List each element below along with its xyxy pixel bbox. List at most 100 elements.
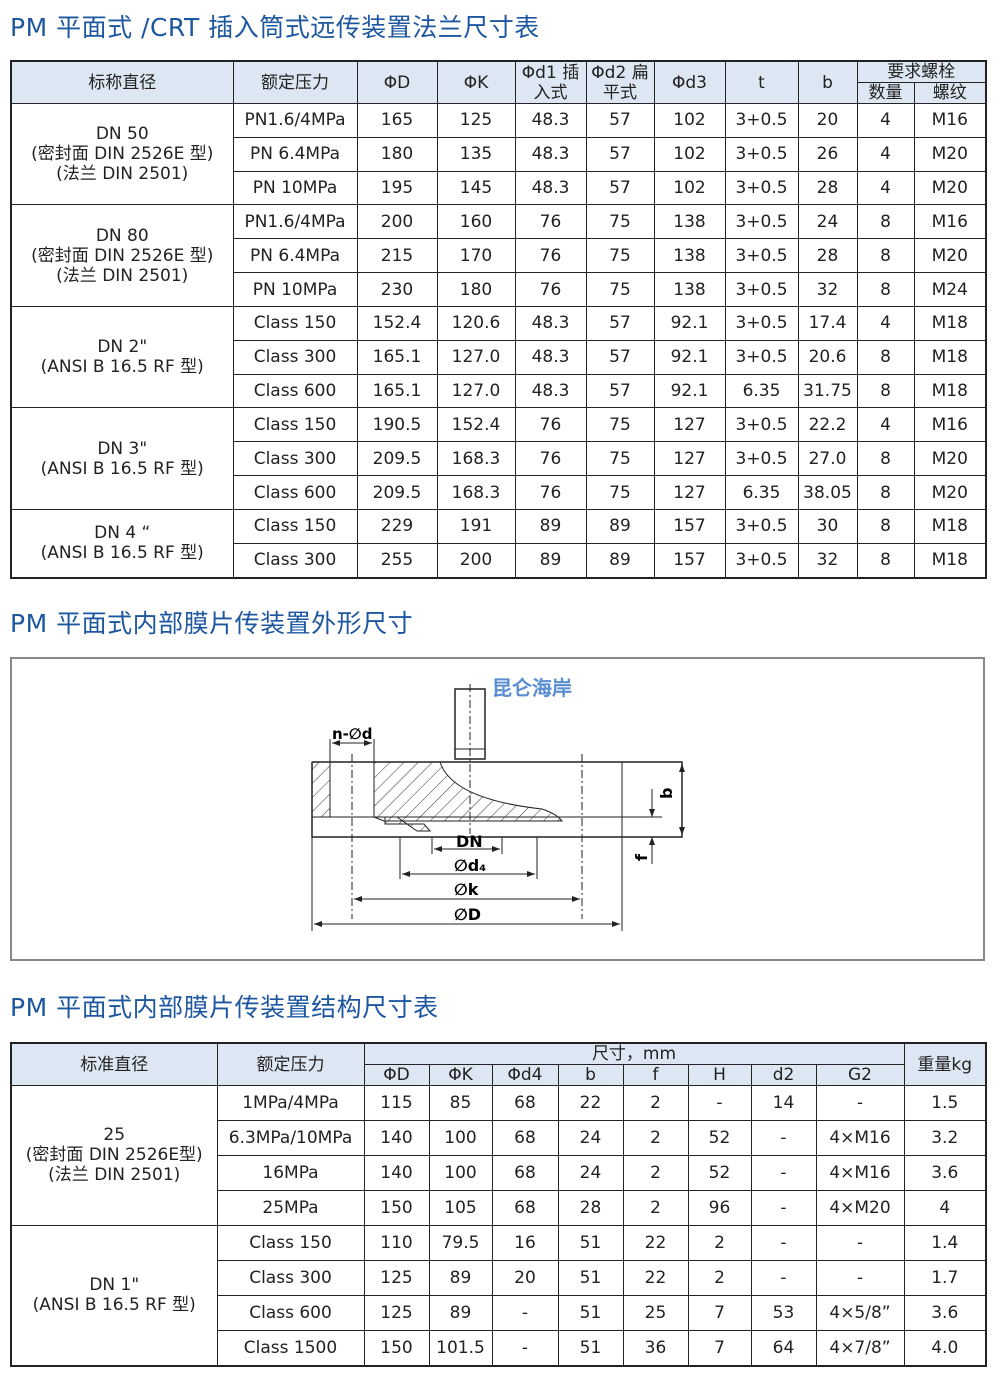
header-cell: Φd4 [491, 1064, 559, 1086]
header-cell: 重量kg [903, 1042, 987, 1086]
table-cell: Class 300 [232, 339, 358, 375]
table-cell: PN 6.4MPa [232, 238, 358, 274]
table-cell: 76 [514, 407, 587, 443]
table-cell: 105 [428, 1189, 493, 1226]
table-cell: 8 [856, 508, 915, 544]
table-cell: 4×7/8” [815, 1329, 905, 1367]
table-cell: 125 [436, 103, 516, 138]
section-title-outline: PM 平面式内部膜片传装置外形尺寸 [10, 609, 414, 638]
table-cell: 57 [585, 136, 655, 172]
header-cell: 螺纹 [913, 82, 987, 104]
table-cell: 200 [356, 204, 438, 240]
table-cell: 4 [903, 1189, 987, 1226]
table-cell: 22 [622, 1224, 689, 1261]
header-cell: t [724, 60, 799, 104]
table-cell: 75 [585, 204, 655, 240]
table-cell: 64 [750, 1329, 817, 1367]
table-cell: 1.4 [903, 1224, 987, 1261]
table-cell: 101.5 [428, 1329, 493, 1367]
table-cell: 138 [653, 204, 726, 240]
diameter-label-line: (密封面 DIN 2526E 型) [31, 144, 214, 165]
header-cell: b [557, 1064, 624, 1086]
table-cell: 8 [856, 373, 915, 409]
table-cell: Class 600 [232, 475, 358, 510]
header-cell: H [687, 1064, 752, 1086]
diameter-label-line: (ANSI B 16.5 RF 型) [40, 543, 204, 564]
table-row: DN 50(密封面 DIN 2526E 型)(法兰 DIN 2501)PN1.6… [10, 102, 987, 206]
nominal-diameter-cell: DN 4 “(ANSI B 16.5 RF 型) [10, 508, 234, 579]
header-cell: ΦK [428, 1064, 493, 1086]
header-cell: 标称直径 [10, 60, 234, 104]
table-cell: 3+0.5 [724, 204, 799, 240]
table-cell: 4 [856, 305, 915, 341]
table-cell: - [750, 1224, 817, 1261]
table-cell: 51 [557, 1259, 624, 1296]
table-cell: 135 [436, 136, 516, 172]
table-cell: 2 [622, 1154, 689, 1191]
table-cell: M20 [913, 441, 987, 477]
table-cell: 32 [797, 272, 858, 307]
table-cell: Class 300 [232, 542, 358, 579]
table-cell: 48.3 [514, 305, 587, 341]
table-cell: 68 [491, 1189, 559, 1226]
table-cell: 145 [436, 170, 516, 206]
table-cell: 7 [687, 1329, 752, 1367]
table-cell: 120.6 [436, 305, 516, 341]
table-cell: 75 [585, 272, 655, 307]
table-cell: 22.2 [797, 407, 858, 443]
table-cell: 89 [428, 1259, 493, 1296]
table-cell: 3+0.5 [724, 508, 799, 544]
table-cell: Class 150 [232, 407, 358, 443]
table-cell: - [815, 1085, 905, 1121]
table-cell: 89 [585, 508, 655, 544]
table-cell: 75 [585, 441, 655, 477]
nominal-diameter-cell: DN 1"(ANSI B 16.5 RF 型) [10, 1224, 218, 1367]
header-cell: 额定压力 [216, 1042, 365, 1086]
table-cell: 168.3 [436, 475, 516, 510]
table-cell: 2 [622, 1085, 689, 1121]
table-cell: 25 [622, 1294, 689, 1331]
table-cell: 57 [585, 305, 655, 341]
table-cell: 22 [557, 1085, 624, 1121]
table-cell: 1.7 [903, 1259, 987, 1296]
header-cell: b [797, 60, 858, 104]
table-cell: 3+0.5 [724, 238, 799, 274]
table-cell: 79.5 [428, 1224, 493, 1261]
table-cell: 100 [428, 1154, 493, 1191]
table-cell: 8 [856, 204, 915, 240]
table-cell: 48.3 [514, 103, 587, 138]
table-cell: 31.75 [797, 373, 858, 409]
table-cell: 2 [622, 1189, 689, 1226]
diameter-label-line: 25 [103, 1125, 126, 1146]
table-cell: Class 300 [232, 441, 358, 477]
table-cell: 215 [356, 238, 438, 274]
table-cell: 48.3 [514, 136, 587, 172]
table-cell: 68 [491, 1154, 559, 1191]
table-cell: 76 [514, 204, 587, 240]
table-cell: 26 [797, 136, 858, 172]
table-cell: 3+0.5 [724, 136, 799, 172]
table-cell: 140 [363, 1154, 430, 1191]
table-cell: 22 [622, 1259, 689, 1296]
table-cell: 75 [585, 238, 655, 274]
table-cell: 57 [585, 339, 655, 375]
table-cell: 180 [436, 272, 516, 307]
table-cell: - [750, 1119, 817, 1156]
table-cell: Class 150 [216, 1224, 365, 1261]
table-cell: 20 [797, 103, 858, 138]
header-cell: 要求螺栓 [856, 60, 987, 83]
label-f: f [632, 853, 651, 861]
label-D: ∅D [454, 905, 481, 924]
table-cell: 102 [653, 170, 726, 206]
table-cell: M20 [913, 170, 987, 206]
table-cell: 89 [585, 542, 655, 579]
table-cell: 138 [653, 272, 726, 307]
table-cell: 36 [622, 1329, 689, 1367]
table-cell: 27.0 [797, 441, 858, 477]
header-cell: 尺寸，mm [363, 1042, 905, 1065]
